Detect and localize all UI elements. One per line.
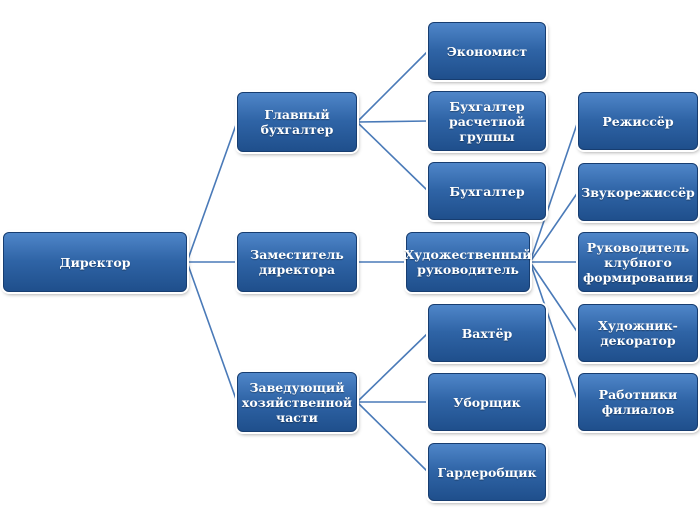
- artistic-director-box: Художественный руководитель: [404, 232, 532, 292]
- club-group-leader-box: Руководитель клубного формирования: [578, 232, 698, 292]
- economist-box: Экономист: [428, 22, 546, 80]
- link-chief-accountant-payroll: [356, 120, 429, 123]
- watchman-box: Вахтёр: [428, 304, 546, 362]
- cloakroom-attendant-box: Гардеробщик: [428, 443, 546, 501]
- cleaner-box: Уборщик: [428, 373, 546, 431]
- sound-director-box: Звукорежиссёр: [578, 163, 698, 221]
- facilities-manager-box: Заведующий хозяйственной части: [237, 372, 357, 432]
- link-artistic-branch: [529, 261, 579, 403]
- link-artistic-decorator: [529, 261, 579, 334]
- link-chief-accountant-accountant: [356, 121, 429, 192]
- link-chief-accountant-economist: [356, 50, 429, 123]
- chief-accountant-box: Главный бухгалтер: [237, 92, 357, 152]
- link-artistic-stage-director: [529, 120, 579, 263]
- link-artistic-sound-director: [529, 191, 579, 263]
- link-facilities-cloakroom: [356, 401, 429, 473]
- director-box: Директор: [3, 232, 187, 292]
- payroll-accountant-box: Бухгалтер расчетной группы: [428, 91, 546, 151]
- stage-director-box: Режиссёр: [578, 92, 698, 150]
- link-director-chief-accountant: [186, 121, 238, 263]
- link-facilities-watchman: [356, 332, 429, 403]
- deputy-director-box: Заместитель директора: [237, 232, 357, 292]
- artist-decorator-box: Художник- декоратор: [578, 304, 698, 362]
- accountant-box: Бухгалтер: [428, 162, 546, 220]
- branch-staff-box: Работники филиалов: [578, 373, 698, 431]
- link-director-facilities: [186, 261, 238, 403]
